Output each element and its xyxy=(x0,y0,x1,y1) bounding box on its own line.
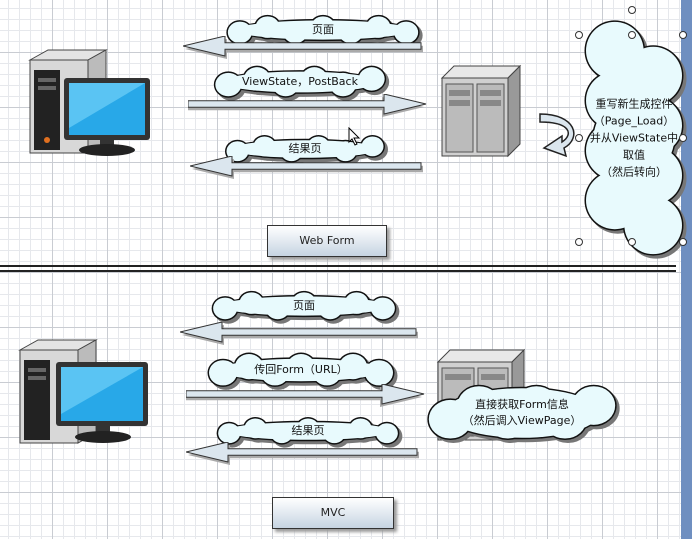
selection-handle[interactable] xyxy=(575,134,583,142)
cloud-server-note: 直接获取Form信息 （然后调入ViewPage） xyxy=(427,382,620,444)
cloud-page-response: 页面 xyxy=(226,14,423,48)
redirect-curved-arrow xyxy=(539,113,575,158)
client-computer-icon xyxy=(28,49,150,156)
message-label: 传回Form（URL） xyxy=(254,363,348,376)
cloud-shape xyxy=(211,290,400,324)
cloud-shape xyxy=(216,416,403,448)
selection-handle[interactable] xyxy=(628,6,636,14)
arrow-shape xyxy=(184,383,425,407)
arrow-shape xyxy=(185,441,419,465)
webform-label-box[interactable]: Web Form xyxy=(267,225,387,257)
arrow-client-to-server xyxy=(186,93,427,117)
arrow-server-to-client xyxy=(182,35,423,59)
cloud-result-page: 结果页 xyxy=(224,134,388,166)
cloud-server-note[interactable]: 重写新生成控件 （Page_Load） 并从ViewState中 取值 （然后转… xyxy=(584,20,687,259)
message-label: 结果页 xyxy=(291,424,325,437)
cloud-shape xyxy=(213,65,390,101)
section-title: Web Form xyxy=(299,234,355,247)
arrow-shape xyxy=(186,93,427,117)
note-text: 重写新生成控件 （Page_Load） 并从ViewState中 取值 （然后转… xyxy=(589,97,679,179)
cloud-result-page: 结果页 xyxy=(216,416,403,448)
selection-handle[interactable] xyxy=(575,31,583,39)
arrow-client-to-server xyxy=(184,383,425,407)
cloud-shape xyxy=(226,14,423,48)
mouse-cursor-icon xyxy=(348,127,361,146)
note-text: 直接获取Form信息 （然后调入ViewPage） xyxy=(462,398,582,427)
arrow-result-to-client xyxy=(189,155,423,179)
section-divider xyxy=(0,265,676,272)
client-computer-icon xyxy=(18,339,148,444)
selection-handle[interactable] xyxy=(628,31,636,39)
selection-handle[interactable] xyxy=(679,134,687,142)
cloud-page-response: 页面 xyxy=(211,290,400,324)
selection-handle[interactable] xyxy=(679,238,687,246)
mvc-label-box[interactable]: MVC xyxy=(272,497,394,529)
selection-handle[interactable] xyxy=(575,238,583,246)
section-title: MVC xyxy=(320,506,346,519)
cloud-shape xyxy=(207,352,398,390)
message-label: 结果页 xyxy=(288,142,322,155)
cloud-postback-form: 传回Form（URL） xyxy=(207,352,398,390)
selection-handle[interactable] xyxy=(628,238,636,246)
side-scroll-bar xyxy=(681,0,692,539)
message-label: ViewState，PostBack xyxy=(242,75,358,88)
message-label: 页面 xyxy=(293,299,315,312)
cloud-shape xyxy=(225,134,388,166)
arrow-shape xyxy=(182,35,423,59)
message-label: 页面 xyxy=(312,23,334,36)
selection-handle[interactable] xyxy=(679,31,687,39)
cloud-postback: ViewState，PostBack xyxy=(213,65,390,101)
cloud-shape xyxy=(427,384,620,444)
arrow-server-to-client xyxy=(179,321,418,345)
arrow-shape xyxy=(179,321,418,345)
arrow-shape xyxy=(189,155,423,179)
arrow-result-to-client xyxy=(185,441,419,465)
cloud-shape xyxy=(584,20,687,259)
server-icon xyxy=(440,64,522,158)
